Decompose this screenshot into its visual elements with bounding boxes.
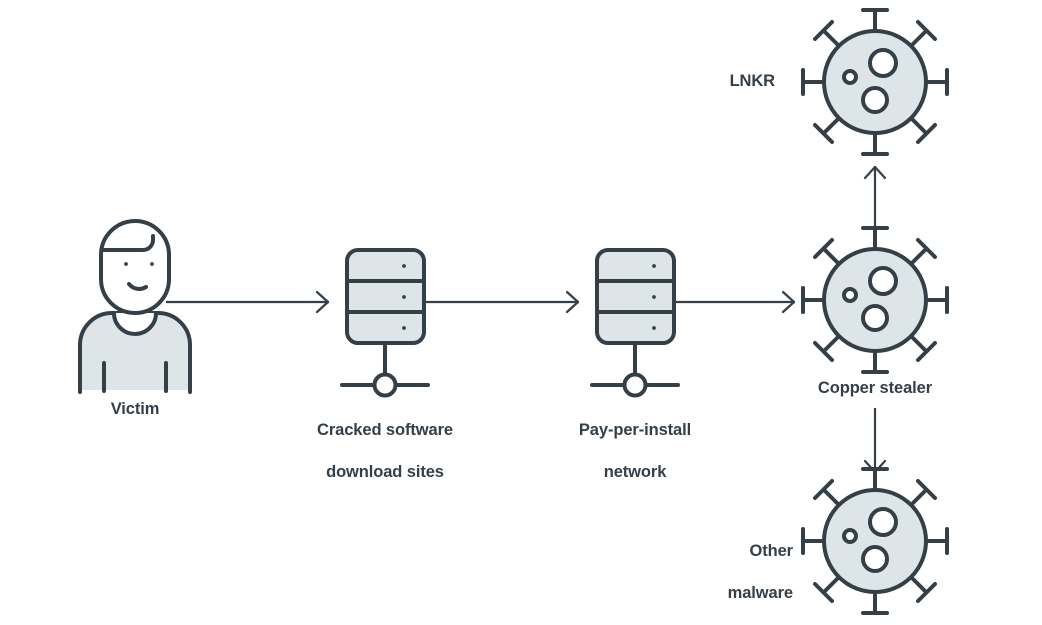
node-label-other-malware: Other malware [605, 520, 793, 604]
node-label-cracked-software-line2: download sites [326, 463, 444, 481]
virus-icon-other-malware [801, 467, 949, 615]
edge-cracked-to-ppi [424, 290, 580, 314]
edge-copper-to-other [863, 408, 887, 474]
node-label-victim: Victim [110, 400, 160, 418]
edge-victim-to-cracked [166, 290, 330, 314]
node-label-ppi-network-line1: Pay-per-install [578, 421, 692, 439]
node-label-cracked-software-line1: Cracked software [317, 421, 453, 439]
virus-icon-copper-stealer [801, 226, 949, 374]
server-icon-cracked-software [340, 248, 430, 398]
node-label-ppi-network-line2: network [603, 463, 667, 481]
node-label-copper-stealer: Copper stealer [817, 379, 933, 397]
virus-icon-lnkr [801, 8, 949, 156]
node-label-ppi-network: Pay-per-install network [535, 399, 735, 483]
node-label-cracked-software: Cracked software download sites [285, 399, 485, 483]
node-label-other-malware-line2: malware [727, 584, 793, 602]
server-icon-ppi-network [590, 248, 680, 398]
node-label-lnkr: LNKR [729, 72, 776, 90]
person-icon [78, 219, 192, 394]
edge-ppi-to-copper [674, 290, 796, 314]
node-label-other-malware-line1: Other [749, 542, 793, 560]
